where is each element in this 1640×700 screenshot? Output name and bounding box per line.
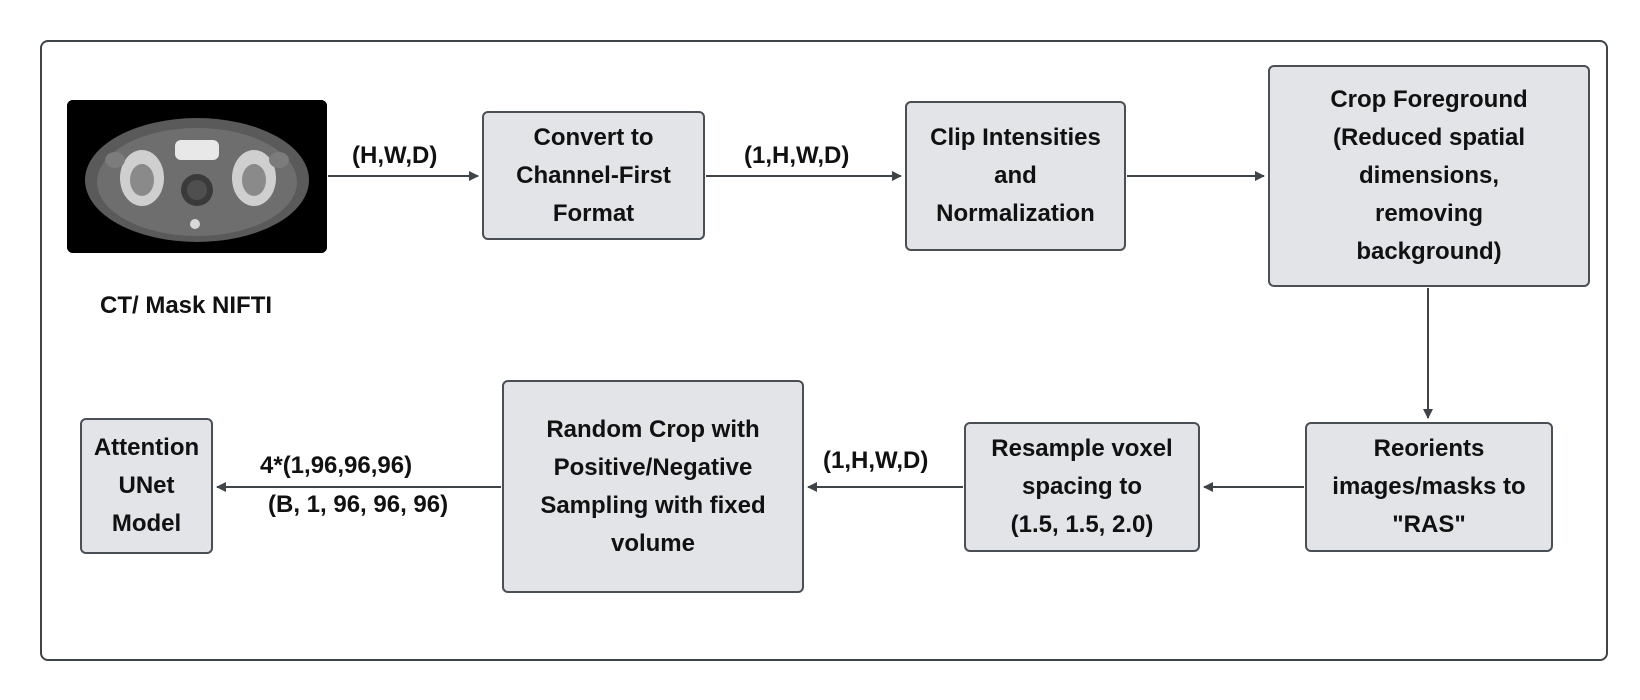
edge-label-random-model-2: (B, 1, 96, 96, 96): [268, 491, 449, 518]
ct-scan-icon: [67, 100, 327, 253]
random-crop-line-4: volume: [610, 529, 695, 557]
clip-line-1: Clip Intensities: [930, 124, 1101, 151]
resample-box: Resample voxel spacing to (1.5, 1.5, 2.0…: [964, 422, 1200, 552]
model-line-2: UNet: [118, 472, 175, 499]
crop-fg-line-4: removing: [1374, 200, 1484, 227]
reorient-line-2: images/masks to: [1332, 473, 1526, 500]
model-line-3: Model: [111, 510, 182, 537]
model-line-1: Attention: [93, 434, 200, 461]
random-crop-box: Random Crop with Positive/Negative Sampl…: [502, 380, 804, 593]
random-crop-line-2: Positive/Negative: [553, 453, 753, 481]
resample-line-3: (1.5, 1.5, 2.0): [1010, 511, 1154, 538]
clip-normalize-box: Clip Intensities and Normalization: [905, 101, 1126, 251]
edge-label-resample-random: (1,H,W,D): [823, 447, 929, 474]
random-crop-line-3: Sampling with fixed: [540, 491, 766, 519]
crop-fg-line-5: background): [1356, 238, 1502, 265]
random-crop-line-1: Random Crop with: [546, 415, 760, 443]
crop-fg-line-1: Crop Foreground: [1330, 86, 1528, 113]
clip-line-2: and: [994, 162, 1037, 189]
convert-line-2: Channel-First: [516, 161, 671, 189]
reorient-box: Reorients images/masks to "RAS": [1305, 422, 1553, 552]
reorient-line-1: Reorients: [1373, 435, 1485, 462]
edge-label-input-convert: (H,W,D): [352, 142, 438, 169]
attention-unet-box: Attention UNet Model: [80, 418, 213, 554]
resample-line-2: spacing to: [1021, 473, 1142, 500]
ct-scan-image: [67, 100, 327, 253]
edge-label-convert-clip: (1,H,W,D): [744, 142, 850, 169]
crop-fg-line-3: dimensions,: [1358, 162, 1500, 189]
diagram-frame: [40, 40, 1608, 661]
clip-line-3: Normalization: [936, 200, 1095, 227]
reorient-line-3: "RAS": [1392, 511, 1466, 538]
crop-fg-line-2: (Reduced spatial: [1332, 124, 1526, 151]
convert-channel-first-box: Convert to Channel-First Format: [482, 111, 705, 240]
convert-line-3: Format: [552, 199, 635, 227]
convert-line-1: Convert to: [533, 123, 654, 151]
resample-line-1: Resample voxel: [991, 435, 1173, 462]
input-caption: CT/ Mask NIFTI: [100, 292, 273, 319]
crop-foreground-box: Crop Foreground (Reduced spatial dimensi…: [1268, 65, 1590, 287]
edge-label-random-model-1: 4*(1,96,96,96): [260, 452, 413, 479]
